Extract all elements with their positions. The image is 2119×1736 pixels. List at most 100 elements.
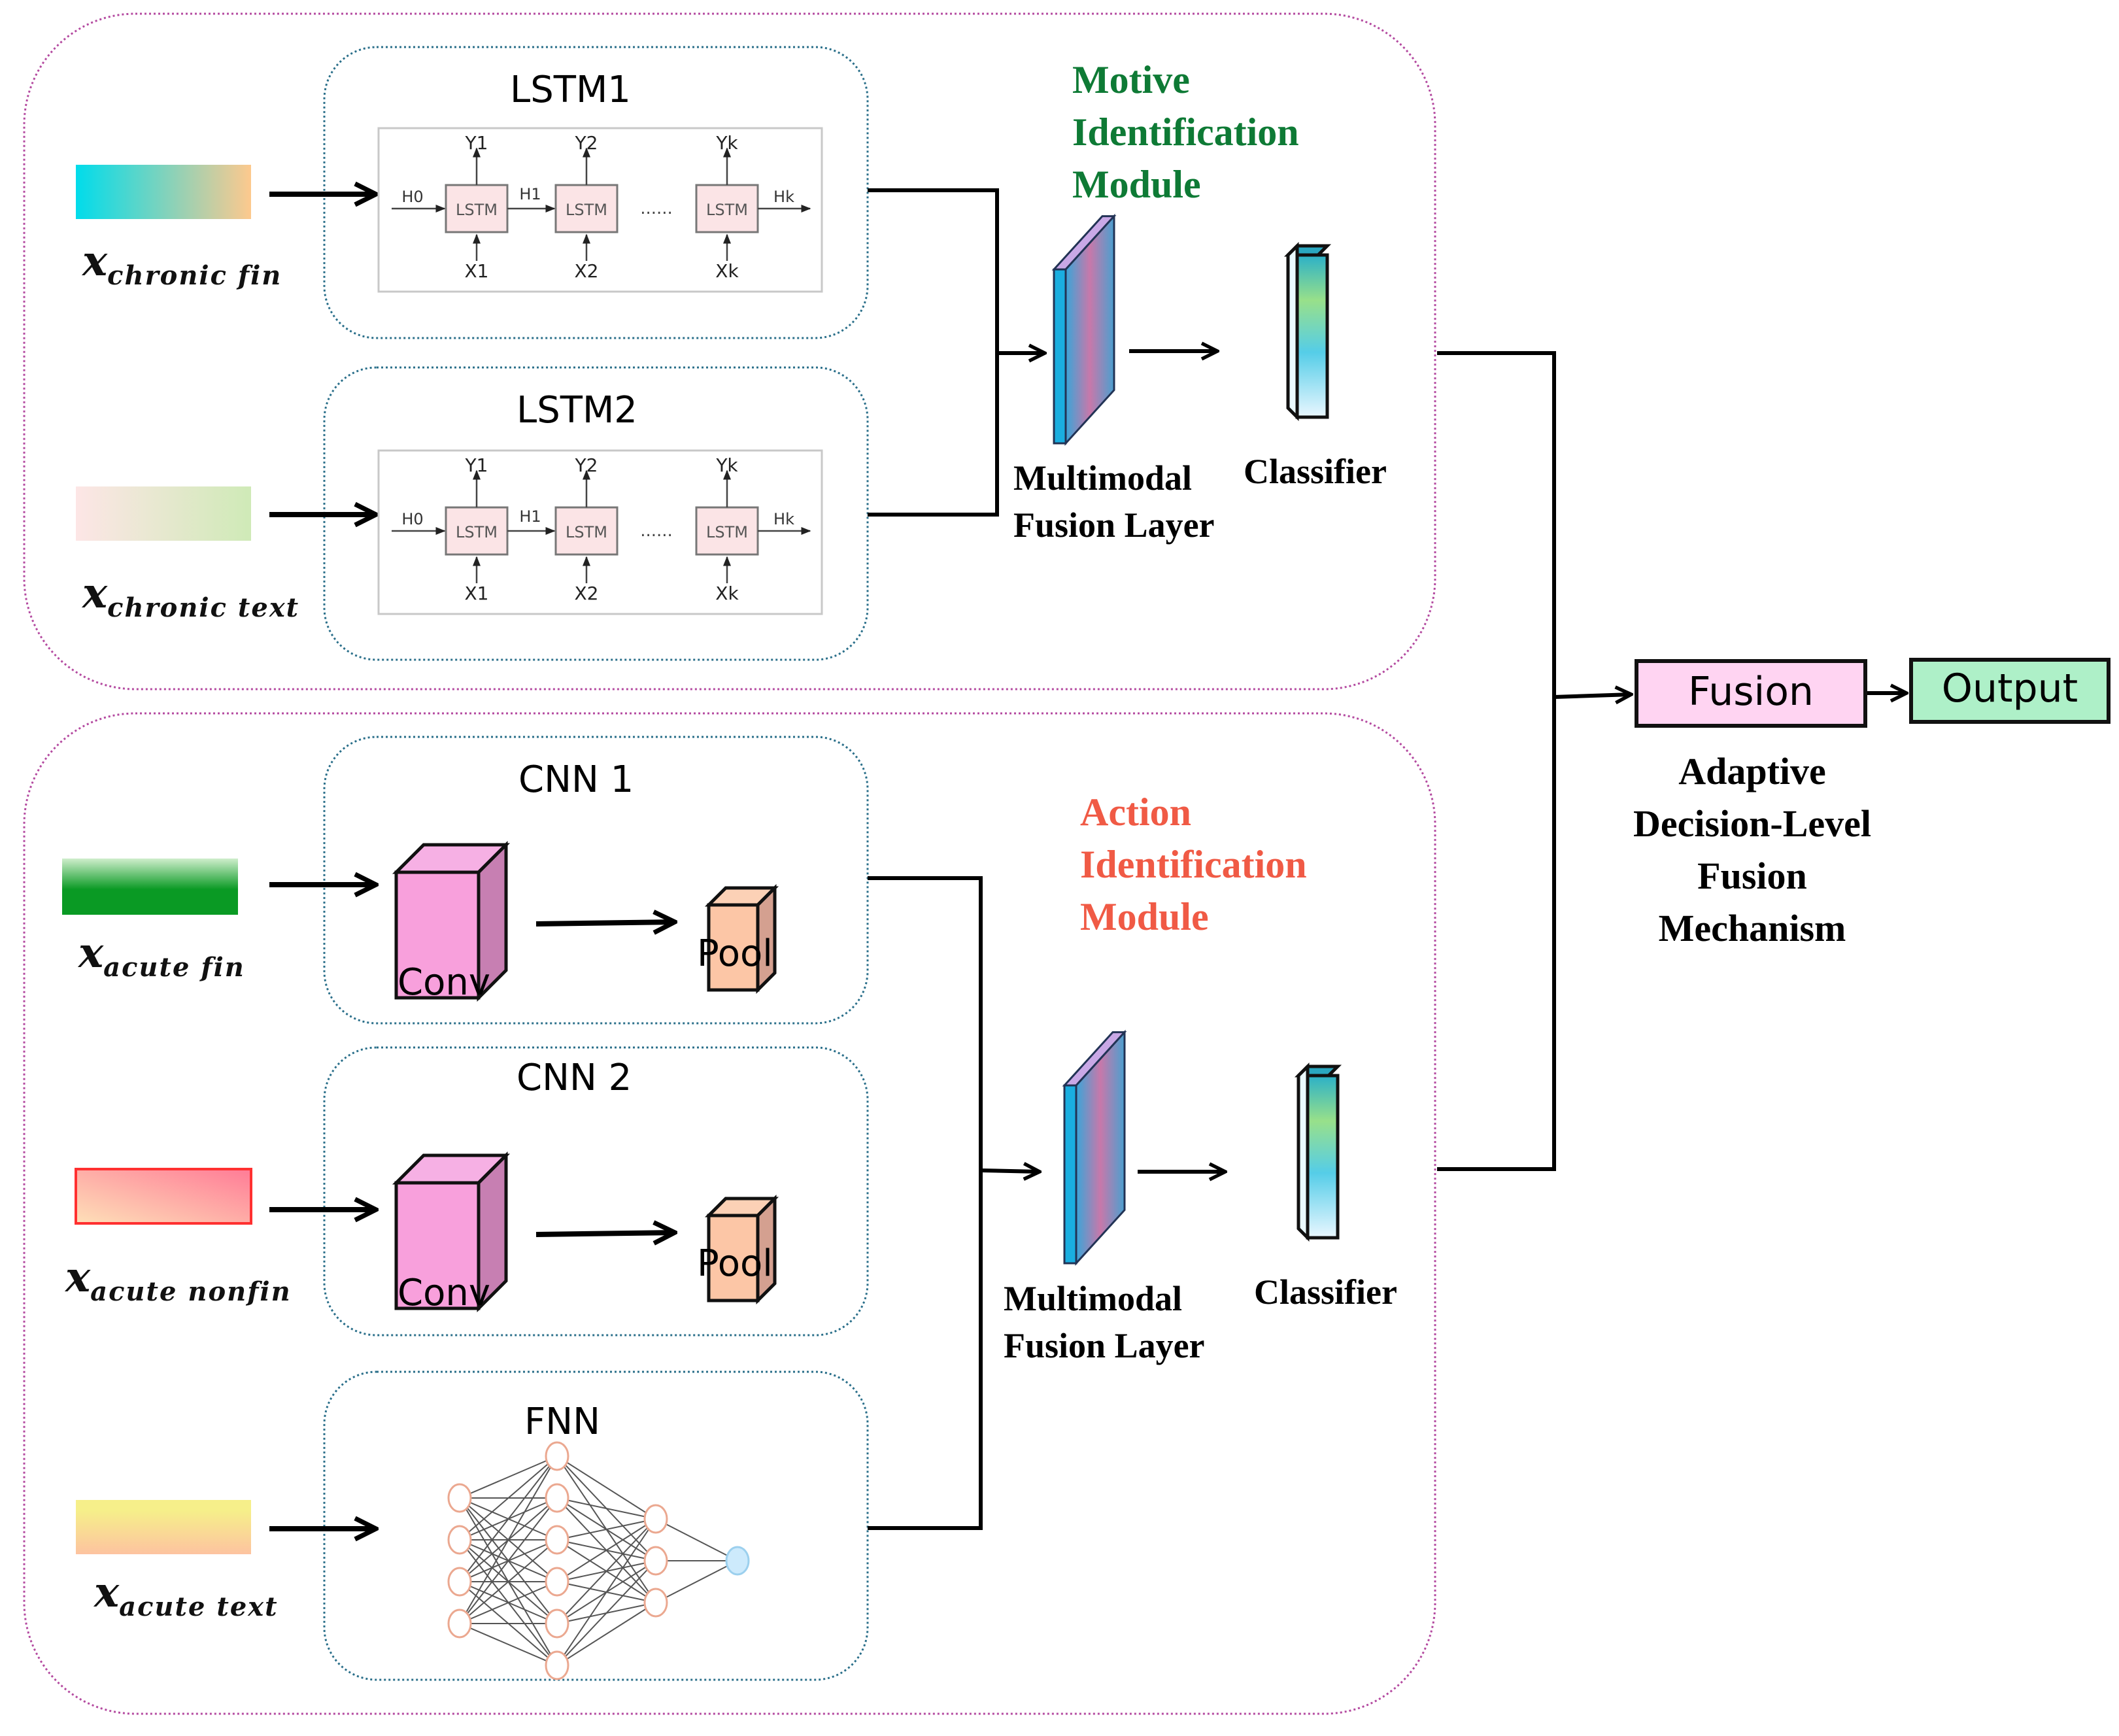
motive-fusion-layer-slab [1051,213,1117,446]
fnn-neuron [545,1525,569,1555]
output-box [1909,658,2111,724]
hidden-label-h0: H0 [401,510,423,528]
lstm-output-label: Y2 [575,454,598,476]
lstm-output-label: Y2 [575,132,598,154]
fnn-connection [459,1581,558,1624]
fnn-neuron [545,1441,569,1471]
motive-title-line-1: Motive [1072,58,1190,101]
fusion-layer-label-line-1: Multimodal [1013,458,1193,498]
fnn-connection [459,1497,558,1624]
lstm-input-label: Xk [715,260,739,282]
fusion-layer-label-line-2: Fusion Layer [1004,1326,1205,1365]
fnn-frame [323,1370,869,1681]
fnn-neuron [643,1504,668,1534]
input-label-acute-text: xacute text [94,1568,279,1622]
input-label-acute-fin: xacute fin [78,928,245,983]
fusion-layer-label-line-1: Multimodal [1004,1279,1183,1318]
lstm-output-label: Y1 [465,454,488,476]
cnn1-conv-to-pool-arrow [535,922,675,924]
lstm-input-label: Xk [715,583,739,604]
cnn2-pool-cube-front [707,1214,760,1302]
hidden-label-h0: H0 [401,188,423,206]
cnn1-conv-cube [392,840,511,1002]
decision-caption-line-2: Decision-Level [1633,802,1872,845]
lstm-ellipsis: ...... [640,199,673,218]
lstm-output-label: Yk [715,454,738,476]
fnn-neuron [447,1525,472,1555]
motive-fusion-layer-label: Multimodal Fusion Layer [1013,454,1215,549]
lstm-cell-label: LSTM [566,201,607,219]
fnn-connection [556,1455,656,1520]
cnn2-conv-label: Conv [398,1272,490,1314]
cnn1-title: CNN 1 [518,758,634,801]
motive-classifier-block [1283,241,1332,422]
fnn-connection [459,1623,558,1666]
input-bar-acute-text [76,1500,251,1554]
input-label-chronic-fin: xchronic fin [82,237,282,291]
fnn-connection [459,1455,558,1582]
cnn1-pool-label: Pool [697,932,773,975]
fnn-connection [655,1560,738,1603]
motive-classifier-label: Classifier [1244,452,1387,491]
fusion-box [1635,659,1867,728]
cnn1-pool-cube-front [707,903,760,992]
fnn-connection [655,1518,738,1561]
fusion-box-label: Fusion [1688,669,1814,715]
decision-caption-line-1: Adaptive [1678,750,1826,792]
arrow-to-fusion-box [1553,694,1631,697]
arrow-to-action-fusion [980,1170,1040,1172]
fnn-neuron [545,1608,569,1639]
motive-fusion-layer-slab-edge [1053,268,1067,445]
input-bar-chronic-text [76,486,251,541]
fnn-connection [556,1602,656,1666]
lstm-cell [554,184,619,233]
input-bar-chronic-fin [76,165,251,219]
hidden-label-h1: H1 [519,185,541,203]
lstm-ellipsis: ...... [640,521,673,541]
action-classifier-block-front [1306,1074,1340,1240]
lstm-input-label: X1 [465,260,489,282]
lstm-input-label: X2 [575,583,599,604]
cnn2-conv-to-pool-arrow [535,1233,675,1234]
lstm-cell [445,506,509,556]
lstm-output-label: Yk [715,132,738,154]
fnn-connection [556,1560,656,1666]
fnn-neuron [545,1567,569,1597]
fnn-connection [556,1518,656,1582]
input-bar-acute-fin [62,859,238,915]
fnn-connection [556,1518,656,1540]
hidden-label-hk: Hk [773,510,794,528]
action-title-line-3: Module [1080,895,1209,938]
lstm2-title: LSTM2 [517,389,637,432]
fnn-connection [556,1497,656,1520]
fnn-neuron [447,1567,472,1597]
connector-lstm-to-fusion [868,188,999,517]
fnn-neuron [545,1650,569,1680]
cnn2-conv-cube [392,1151,511,1313]
decision-caption: Adaptive Decision-Level Fusion Mechanism [1589,745,1916,955]
motive-module-frame [23,12,1436,690]
lstm-cell-label: LSTM [456,201,498,219]
fnn-neuron [643,1588,668,1618]
fnn-connection [556,1518,656,1666]
cnn1-conv-label: Conv [398,961,490,1004]
motive-title-line-2: Identification [1072,111,1299,154]
fnn-neuron [447,1608,472,1639]
lstm-input-label: X1 [465,583,489,604]
lstm-input-label: X2 [575,260,599,282]
output-box-label: Output [1941,666,2078,711]
fusion-layer-label-line-2: Fusion Layer [1013,505,1215,545]
input-bar-acute-nonfin [75,1168,252,1225]
cnn1-conv-cube-front [394,870,481,1000]
fnn-output-neuron [725,1546,750,1576]
fnn-connection [459,1455,558,1540]
fnn-connection [459,1455,558,1624]
action-classifier-block [1294,1062,1342,1242]
cnn2-pool-cube [704,1194,779,1305]
cnn2-conv-cube-front [394,1181,481,1310]
action-fusion-layer-slab-edge [1063,1084,1077,1265]
